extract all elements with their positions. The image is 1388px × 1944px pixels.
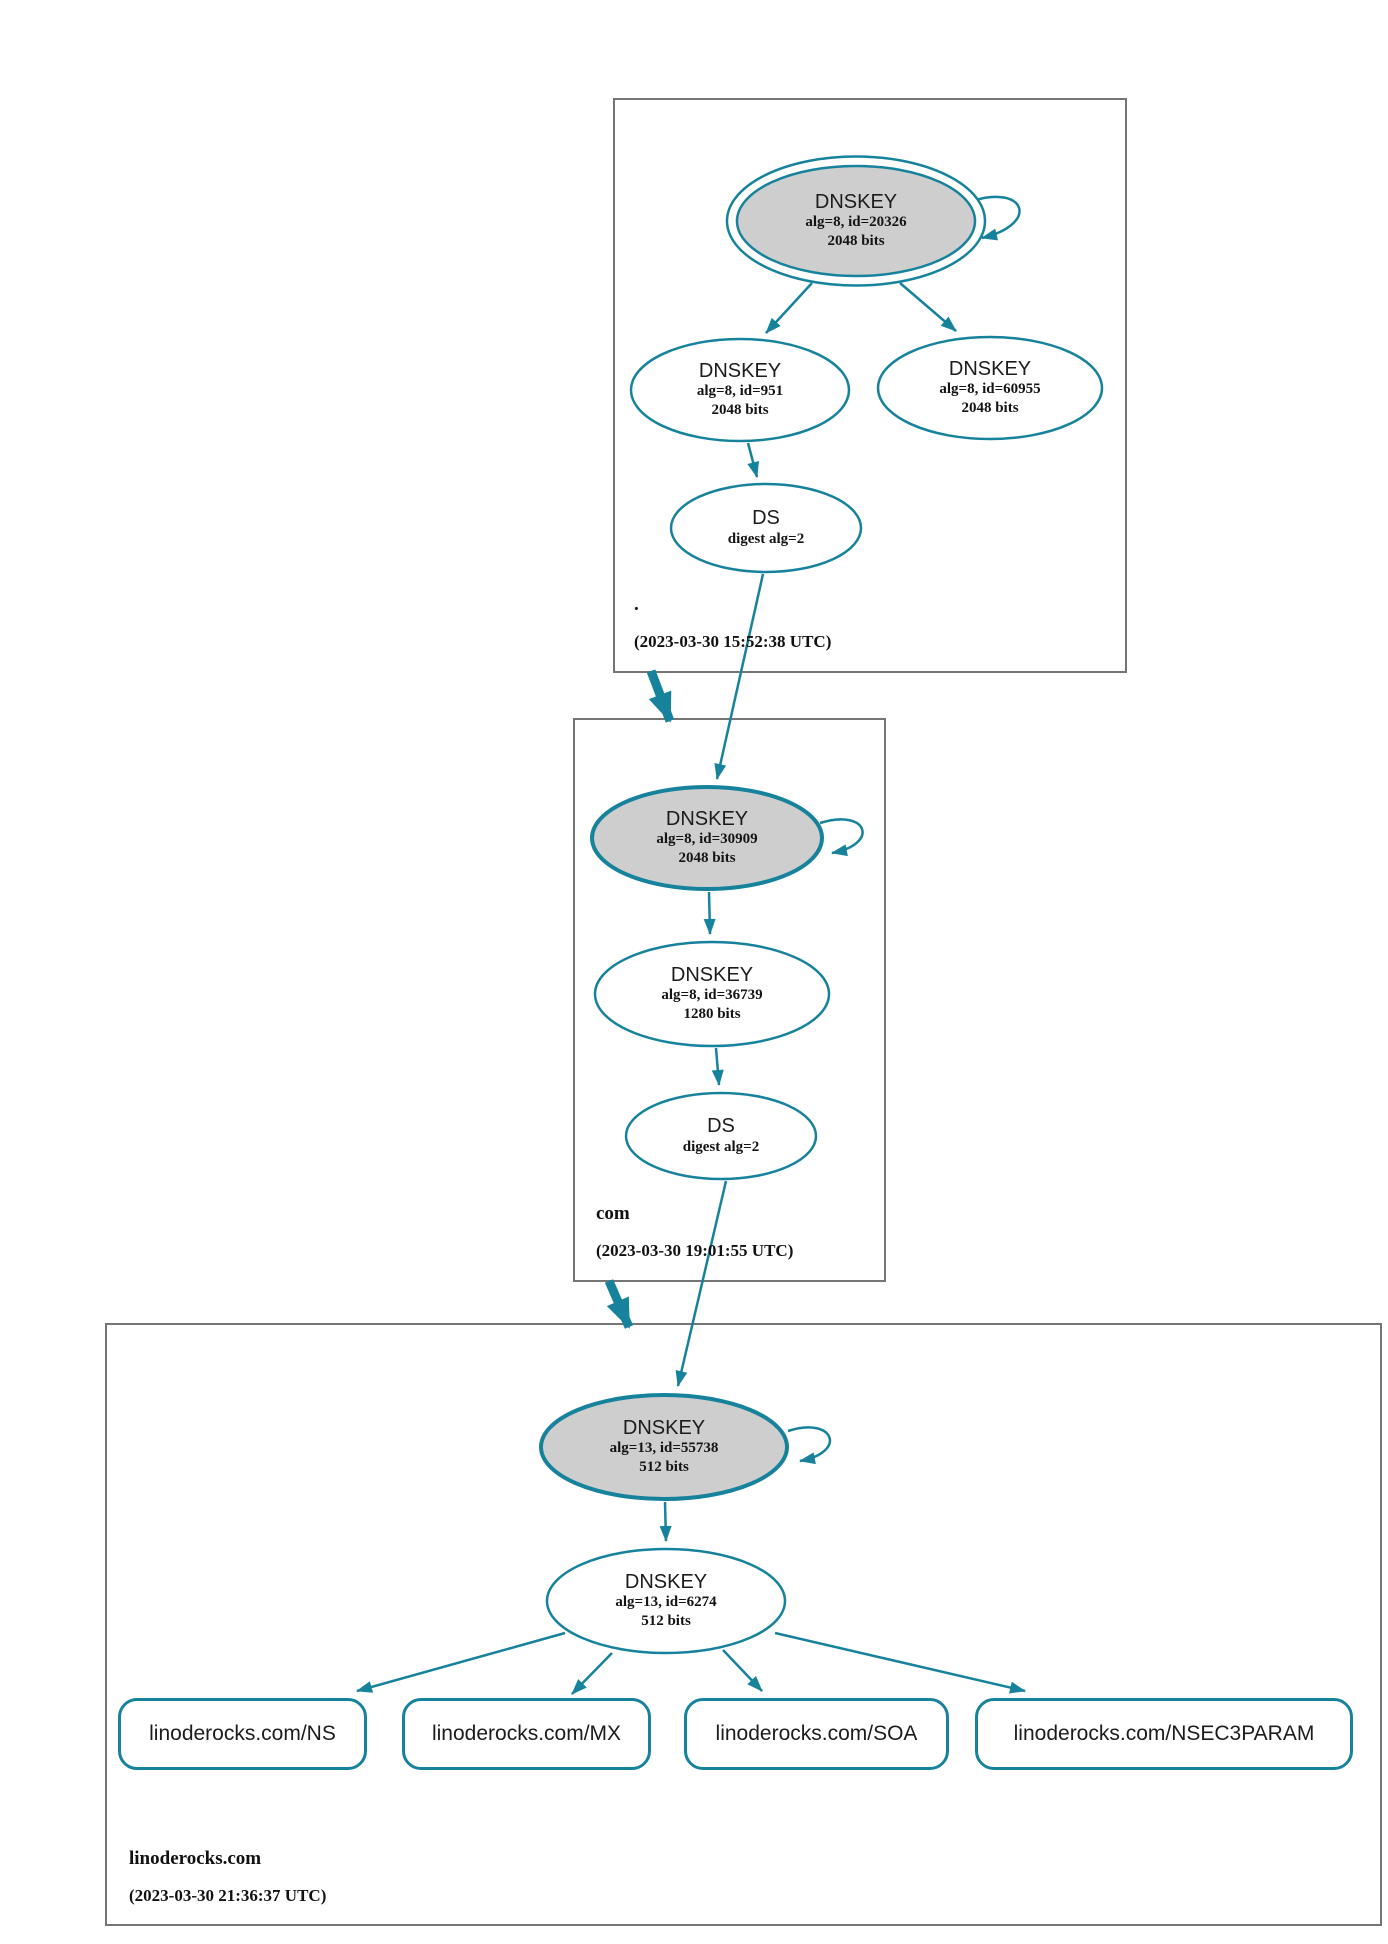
node-dnskey-30909[interactable]: DNSKEY alg=8, id=30909 2048 bits xyxy=(589,784,825,892)
node-title: DS xyxy=(707,1115,735,1138)
node-dnskey-6274[interactable]: DNSKEY alg=13, id=6274 512 bits xyxy=(545,1547,787,1655)
edge-ksk30909-selfloop xyxy=(819,818,864,857)
zone-box-root xyxy=(613,98,1127,673)
edge-ksk55738-to-zsk6274 xyxy=(659,1501,672,1542)
edge-ksk20326-selfloop xyxy=(971,195,1021,241)
node-alg: alg=8, id=20326 xyxy=(805,214,907,231)
edge-zsk6274-to-rrset-mx xyxy=(571,1652,613,1695)
edge-ksk20326-to-key60955 xyxy=(899,282,957,332)
edge-ds-com-to-ksk55738 xyxy=(675,1180,728,1387)
node-dnskey-55738[interactable]: DNSKEY alg=13, id=55738 512 bits xyxy=(538,1392,790,1502)
edge-zsk6274-to-rrset-soa xyxy=(722,1649,763,1692)
node-bits: 512 bits xyxy=(639,1459,689,1476)
ellipse-shape xyxy=(669,482,863,574)
rrset-label: linoderocks.com/NSEC3PARAM xyxy=(1013,1722,1315,1745)
rrset-ns[interactable]: linoderocks.com/NS xyxy=(118,1698,367,1770)
edge-zsk36739-to-ds-com xyxy=(711,1047,724,1086)
node-bits: 1280 bits xyxy=(683,1006,741,1023)
node-alg: alg=8, id=60955 xyxy=(939,381,1041,398)
rrset-mx[interactable]: linoderocks.com/MX xyxy=(402,1698,651,1770)
edge-zone-root-to-com xyxy=(646,669,675,723)
node-title: DNSKEY xyxy=(665,808,749,831)
zone-box-linoderocks xyxy=(105,1323,1382,1926)
node-bits: 2048 bits xyxy=(678,850,736,867)
ellipse-shape xyxy=(624,1091,818,1181)
zone-timestamp-root: (2023-03-30 15:52:38 UTC) xyxy=(634,632,832,651)
node-alg: alg=13, id=6274 xyxy=(615,1594,717,1611)
node-bits: 2048 bits xyxy=(711,402,769,419)
node-alg: alg=13, id=55738 xyxy=(609,1440,719,1457)
ellipse-shape xyxy=(876,335,1104,441)
node-alg: digest alg=2 xyxy=(727,530,805,547)
zone-timestamp-com: (2023-03-30 19:01:55 UTC) xyxy=(596,1241,794,1260)
edge-ds-root-to-ksk30909 xyxy=(714,573,765,780)
node-title: DNSKEY xyxy=(814,191,898,214)
ellipse-shape xyxy=(590,785,824,891)
node-ds-com[interactable]: DS digest alg=2 xyxy=(624,1091,818,1181)
node-ds-root[interactable]: DS digest alg=2 xyxy=(669,482,863,574)
node-dnskey-36739[interactable]: DNSKEY alg=8, id=36739 1280 bits xyxy=(593,940,831,1048)
node-dnskey-60955[interactable]: DNSKEY alg=8, id=60955 2048 bits xyxy=(876,335,1104,441)
rrset-nsec3param[interactable]: linoderocks.com/NSEC3PARAM xyxy=(975,1698,1353,1770)
ellipse-shape xyxy=(539,1393,789,1501)
node-title: DNSKEY xyxy=(622,1417,706,1440)
node-title: DNSKEY xyxy=(698,360,782,383)
edge-ksk20326-to-key951 xyxy=(765,282,813,334)
ellipse-shape xyxy=(545,1547,787,1655)
rrset-label: linoderocks.com/NS xyxy=(149,1722,336,1745)
node-alg: alg=8, id=36739 xyxy=(661,987,763,1004)
node-bits: 2048 bits xyxy=(961,400,1019,417)
zone-timestamp-linoderocks: (2023-03-30 21:36:37 UTC) xyxy=(129,1886,327,1905)
ellipse-shape xyxy=(629,337,851,443)
node-bits: 512 bits xyxy=(641,1613,691,1630)
node-title: DNSKEY xyxy=(670,964,754,987)
edge-key951-to-ds-root xyxy=(746,442,759,478)
node-bits: 2048 bits xyxy=(827,233,885,250)
node-title: DNSKEY xyxy=(624,1571,708,1594)
edge-zsk6274-to-rrset-nsec3param xyxy=(774,1631,1026,1694)
rrset-label: linoderocks.com/MX xyxy=(431,1722,622,1745)
node-alg: alg=8, id=951 xyxy=(696,383,784,400)
edge-zone-com-to-linoderocks xyxy=(604,1279,634,1329)
double-ellipse-shape xyxy=(725,155,987,287)
zone-label-linoderocks: linoderocks.com xyxy=(129,1848,262,1869)
rrset-soa[interactable]: linoderocks.com/SOA xyxy=(684,1698,949,1770)
ellipse-shape xyxy=(593,940,831,1048)
node-dnskey-20326[interactable]: DNSKEY alg=8, id=20326 2048 bits xyxy=(724,153,988,289)
edge-ksk30909-to-zsk36739 xyxy=(703,891,716,935)
node-title: DNSKEY xyxy=(948,358,1032,381)
edge-zsk6274-to-rrset-ns xyxy=(356,1631,566,1693)
node-alg: alg=8, id=30909 xyxy=(656,831,758,848)
edge-ksk55738-selfloop xyxy=(787,1426,832,1465)
node-alg: digest alg=2 xyxy=(682,1138,760,1155)
rrset-label: linoderocks.com/SOA xyxy=(715,1722,918,1745)
node-title: DS xyxy=(752,507,780,530)
zone-label-com: com xyxy=(596,1203,630,1224)
zone-label-root: . xyxy=(634,594,639,615)
node-dnskey-951[interactable]: DNSKEY alg=8, id=951 2048 bits xyxy=(629,337,851,443)
